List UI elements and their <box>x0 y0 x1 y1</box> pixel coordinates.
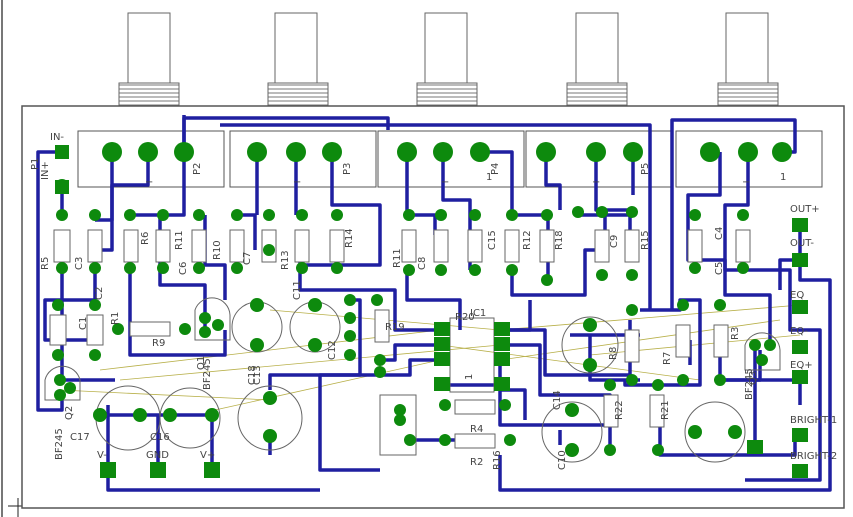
label-minus-p4: − <box>592 177 600 188</box>
label-c9: C9 <box>609 235 620 248</box>
label-bf245-q2: BF245 <box>54 428 65 460</box>
label-c13: C13 <box>252 365 263 385</box>
label-r1: R1 <box>110 312 121 325</box>
label-c1: C1 <box>78 317 89 330</box>
label-r18: R18 <box>554 230 565 250</box>
label-pot-p4: P4 <box>490 163 501 175</box>
label-c2: C2 <box>94 287 105 300</box>
label-bright2: BRIGHT-2 <box>790 451 837 462</box>
label-q2: Q2 <box>64 406 75 420</box>
label-r7: R7 <box>662 352 673 365</box>
label-minus-p3: − <box>441 177 449 188</box>
label-c15: C15 <box>487 230 498 250</box>
label-r11b: R11 <box>392 248 403 268</box>
label-c14: C14 <box>552 390 563 410</box>
label-c5: C5 <box>714 262 725 275</box>
label-minus-p2: − <box>293 177 301 188</box>
label-c4: C4 <box>714 227 725 240</box>
silkscreen-labels: IN- IN+ P1 OUT+ OUT- EQ EQ- EQ+ BRIGHT-1… <box>30 132 837 470</box>
label-bright1: BRIGHT-1 <box>790 415 837 426</box>
pads <box>52 142 792 457</box>
label-ic1: IC1 <box>470 308 486 319</box>
label-gnd: GND <box>146 450 169 461</box>
pot-shaft-4 <box>566 12 628 108</box>
label-minus-p1: − <box>145 177 153 188</box>
label-pot-p2: P2 <box>192 163 203 175</box>
label-q1: Q1 <box>196 356 207 370</box>
label-bf245-q1: BF245 <box>202 358 213 390</box>
label-c10: C10 <box>557 450 568 470</box>
pot-shaft-1 <box>118 12 180 108</box>
label-pot-pin-one-b: 1 <box>780 172 786 183</box>
label-c8: C8 <box>417 257 428 270</box>
label-r8: R8 <box>608 347 619 360</box>
label-r20: R20 <box>455 312 475 323</box>
label-r13: R13 <box>280 250 291 270</box>
label-minus-p5: − <box>742 177 750 188</box>
label-c6: C6 <box>178 262 189 275</box>
pot-shaft-3 <box>416 12 478 108</box>
label-q3: Q3 <box>748 371 759 385</box>
label-pot-p3: P3 <box>342 163 353 175</box>
label-r11: R11 <box>174 230 185 250</box>
label-c3: C3 <box>74 257 85 270</box>
label-c17: C17 <box>70 432 90 443</box>
label-in-plus: IN+ <box>40 161 51 180</box>
square-pads <box>55 145 808 478</box>
label-r5: R5 <box>40 257 51 270</box>
label-p1: P1 <box>30 158 41 170</box>
label-r14: R14 <box>344 228 355 248</box>
label-r12: R12 <box>522 230 533 250</box>
label-c18: C18 <box>247 365 258 385</box>
label-c11: C11 <box>292 280 303 300</box>
label-eq-minus: EQ- <box>790 326 808 337</box>
label-r6: R6 <box>140 232 151 245</box>
label-v-plus: V+ <box>200 450 215 461</box>
label-ic-num: 1 <box>464 374 475 380</box>
label-bf245-q3: BF245 <box>744 368 755 400</box>
label-r15: R15 <box>640 230 651 250</box>
label-eq: EQ <box>790 290 804 301</box>
label-r9: R9 <box>152 338 165 349</box>
label-in-minus: IN- <box>50 132 64 143</box>
label-r22: R22 <box>614 400 625 420</box>
pot-bodies <box>77 130 823 188</box>
label-c12: C12 <box>327 340 338 360</box>
label-r21: R21 <box>660 400 671 420</box>
label-c16: C16 <box>150 432 170 443</box>
label-eq-plus: EQ+ <box>790 360 813 371</box>
pot-shaft-5 <box>717 12 779 108</box>
label-r3: R3 <box>730 327 741 340</box>
pot-shaft-2 <box>267 12 329 108</box>
label-out-minus: OUT- <box>790 238 814 249</box>
label-out-plus: OUT+ <box>790 204 820 215</box>
label-r2: R2 <box>470 457 483 468</box>
label-r16: R16 <box>492 450 503 470</box>
label-c7: C7 <box>242 252 253 265</box>
label-r10: R10 <box>212 240 223 260</box>
label-pot-pin-one: 1 <box>486 172 492 183</box>
label-r4: R4 <box>470 424 483 435</box>
label-v-minus: V- <box>97 450 107 461</box>
label-pot-p5: P5 <box>640 163 651 175</box>
transistor-bodies <box>44 297 781 401</box>
label-r19: R19 <box>385 322 405 333</box>
